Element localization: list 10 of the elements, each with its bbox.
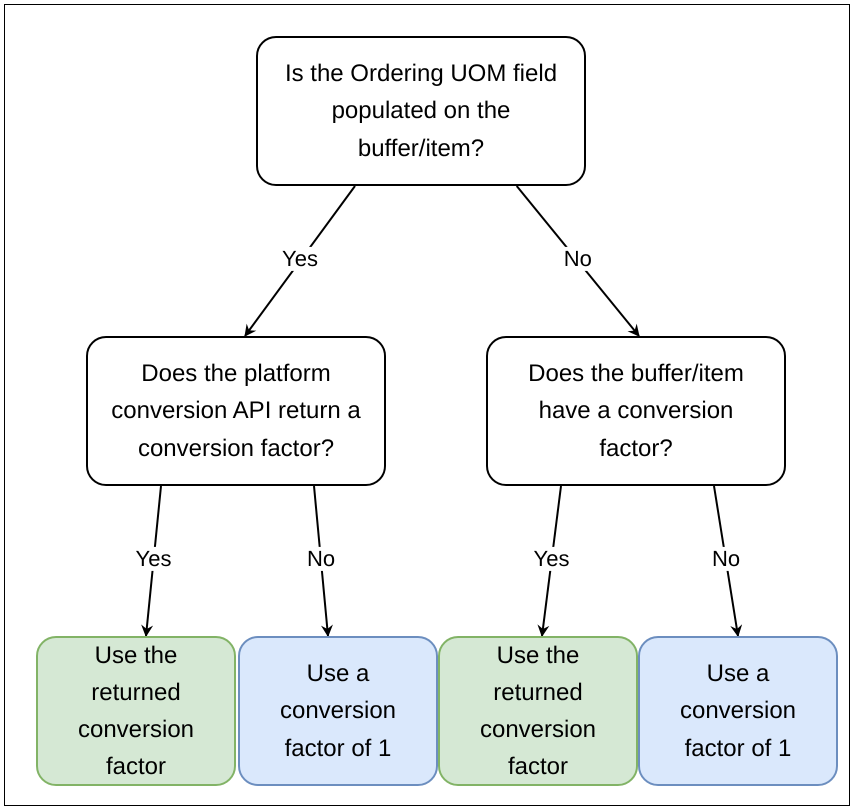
outcome-box: Use the returned conversion factor: [438, 636, 638, 786]
outcome-box: Use the returned conversion factor: [36, 636, 236, 786]
decision-box: Is the Ordering UOM field populated on the buffer/item?: [256, 36, 586, 186]
outcome-box: Use a conversion factor of 1: [238, 636, 438, 786]
edge-label: Yes: [532, 546, 572, 572]
outcome-box: Use a conversion factor of 1: [638, 636, 838, 786]
edge-label: Yes: [280, 246, 320, 272]
decision-box: Does the platform conversion API return a conversion factor?: [86, 336, 386, 486]
decision-box: Does the buffer/item have a conversion factor?: [486, 336, 786, 486]
edge-label: Yes: [134, 546, 174, 572]
